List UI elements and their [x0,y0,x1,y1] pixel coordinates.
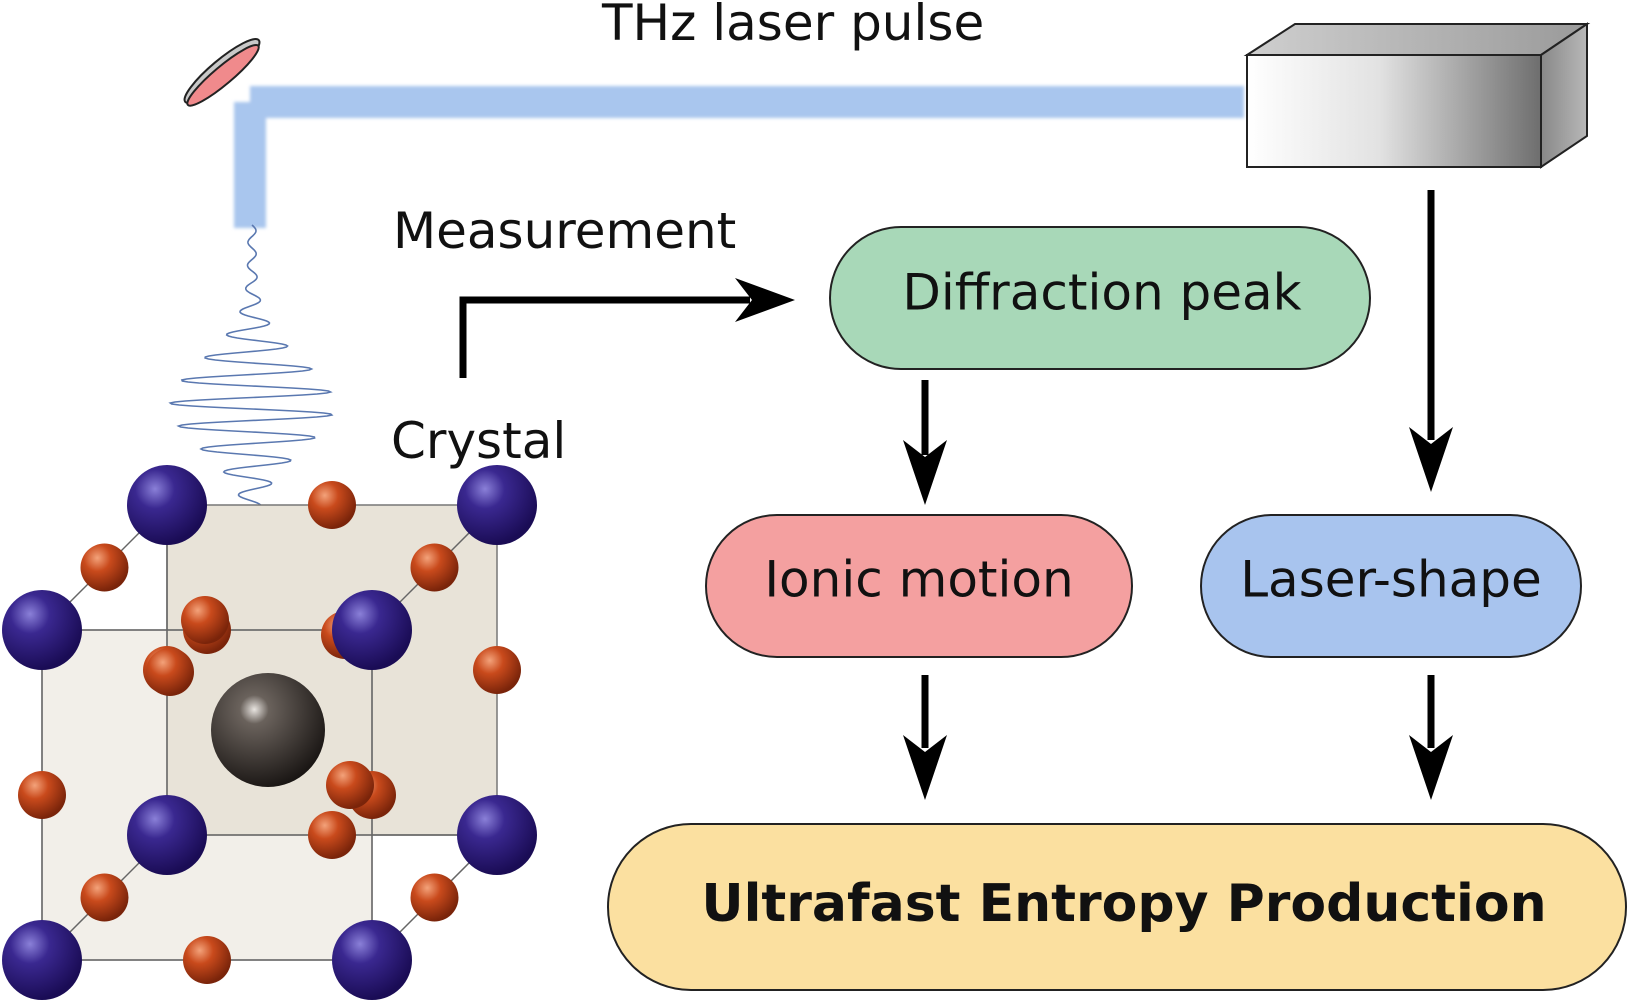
measurement-arrow [459,278,795,378]
small-atom [80,873,129,922]
large-atom [457,795,537,875]
large-atom [2,590,82,670]
small-atom [410,543,459,592]
small-atom [183,936,231,984]
small-atom [410,873,459,922]
small-atom [146,648,194,696]
ionic-motion-node: Ionic motion [705,514,1133,658]
mirror-icon [183,38,261,107]
small-atom [80,543,129,592]
ionic-motion-label: Ionic motion [764,551,1073,609]
small-atom [308,811,356,859]
large-atom [332,590,412,670]
laser-pulse-label: THz laser pulse [601,0,984,52]
laser-shape-label: Laser-shape [1240,551,1542,609]
small-atom [181,596,229,644]
diffraction-peak-node: Diffraction peak [829,226,1371,370]
large-atom [2,920,82,1000]
large-atom [127,465,207,545]
laser-shape-node: Laser-shape [1200,514,1582,658]
small-atom [308,481,356,529]
small-atom [326,761,374,809]
laser-box-icon [1243,22,1591,169]
arrow-shape-to-entropy [1409,675,1453,800]
arrow-diffraction-to-ionic [903,380,947,505]
measurement-label: Measurement [393,202,736,260]
entropy-production-label: Ultrafast Entropy Production [701,874,1546,934]
arrow-ionic-to-entropy [903,675,947,800]
diffraction-peak-label: Diffraction peak [902,264,1301,322]
crystal-label: Crystal [391,412,566,470]
small-atom [473,646,521,694]
small-atom [18,771,66,819]
laser-beam [234,86,1244,228]
large-atom [457,465,537,545]
arrow-laser-to-shape [1409,190,1453,492]
perovskite-crystal-icon [2,465,537,1000]
large-atom [127,795,207,875]
center-atom [211,673,325,787]
large-atom [332,920,412,1000]
entropy-production-node: Ultrafast Entropy Production [607,823,1627,991]
